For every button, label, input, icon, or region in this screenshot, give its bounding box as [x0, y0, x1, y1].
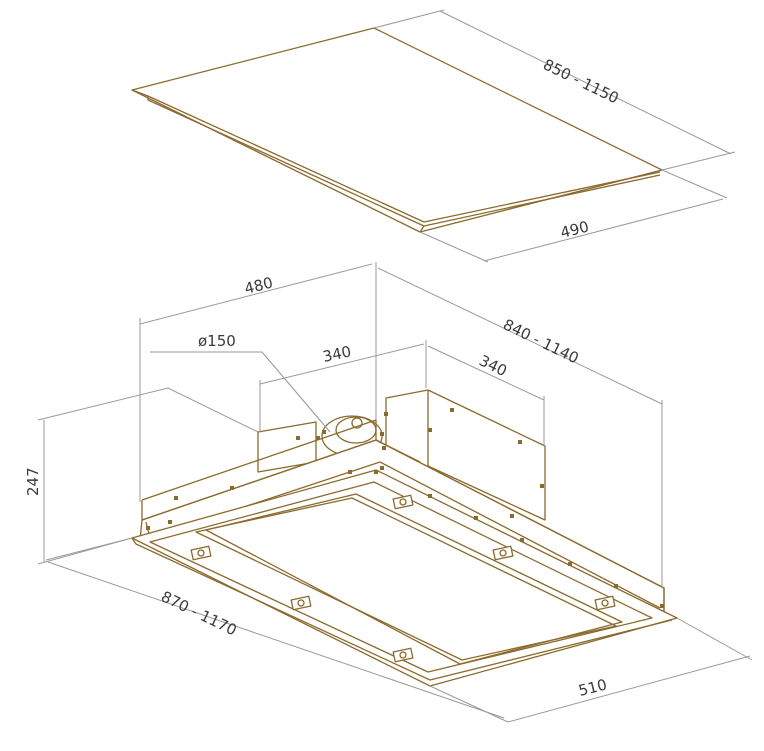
lamp-icon	[492, 545, 514, 561]
label-motor-width: 340	[321, 342, 353, 366]
lamp-icon	[392, 647, 414, 663]
dim-base-depth: 510	[507, 617, 753, 723]
dim-duct-diameter: ø150	[150, 332, 331, 433]
label-height: 247	[24, 467, 42, 496]
lamp-icon	[392, 494, 414, 510]
label-frame-width: 480	[243, 273, 275, 297]
label-base-length: 870 - 1170	[158, 587, 239, 639]
lamp-icon	[290, 595, 312, 611]
lamp-icon	[594, 595, 616, 611]
label-frame-length: 840 - 1140	[500, 315, 581, 367]
dim-height: 247	[24, 387, 259, 565]
lamps	[190, 494, 616, 663]
fastener-dots	[146, 408, 664, 608]
label-panel-length: 850 - 1150	[540, 55, 621, 107]
dim-motor-width: 340	[259, 340, 427, 432]
label-duct-diameter: ø150	[198, 332, 236, 350]
glass-panel	[195, 497, 617, 661]
ceiling-panel	[131, 27, 663, 233]
label-panel-depth: 490	[559, 217, 591, 241]
lamp-icon	[190, 545, 212, 561]
